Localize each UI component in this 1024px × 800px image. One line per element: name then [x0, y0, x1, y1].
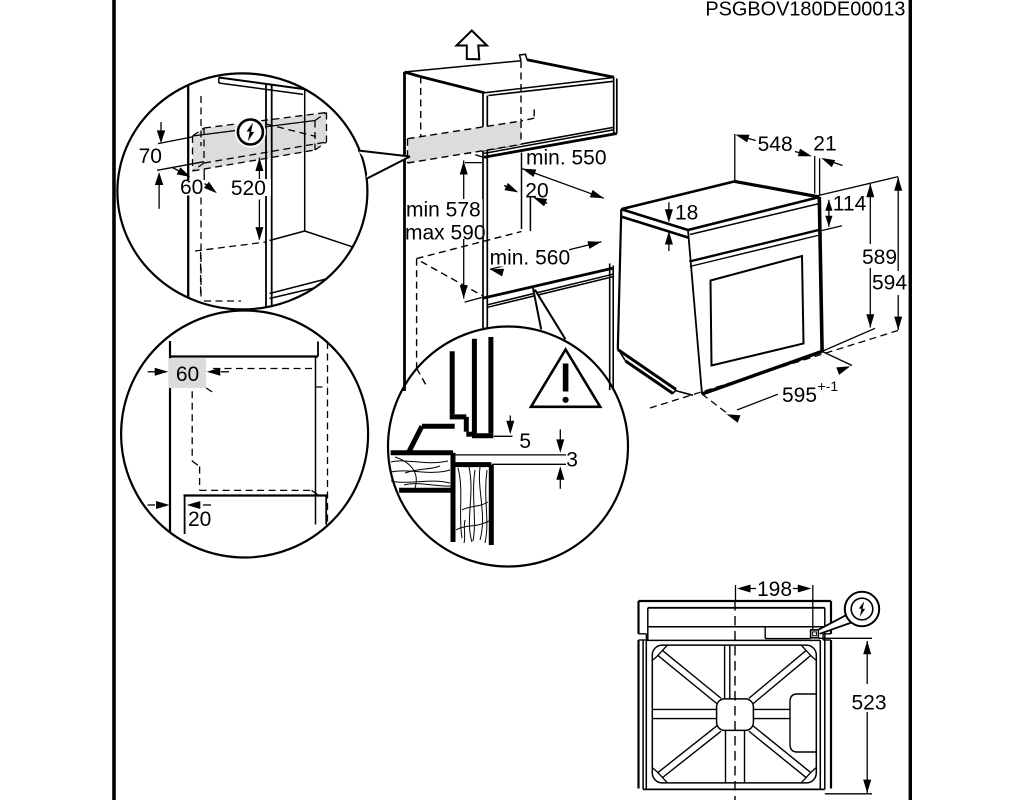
- svg-text:198: 198: [757, 578, 792, 601]
- svg-text:PSGBOV180DE00013: PSGBOV180DE00013: [705, 0, 905, 20]
- svg-text:5: 5: [519, 430, 531, 453]
- svg-text:3: 3: [566, 449, 578, 472]
- svg-text:20: 20: [525, 180, 548, 203]
- svg-text:60: 60: [176, 363, 199, 386]
- svg-text:589: 589: [862, 246, 897, 269]
- svg-text:18: 18: [675, 202, 698, 225]
- svg-text:520: 520: [231, 177, 266, 200]
- svg-text:595: 595: [782, 384, 817, 407]
- svg-text:min 578: min 578: [406, 199, 481, 222]
- svg-text:548: 548: [758, 133, 793, 156]
- svg-text:20: 20: [188, 508, 211, 531]
- svg-text:min. 550: min. 550: [526, 147, 607, 170]
- svg-text:+-1: +-1: [818, 378, 839, 394]
- svg-text:594: 594: [872, 272, 907, 295]
- svg-text:max 590: max 590: [405, 222, 486, 245]
- svg-text:60: 60: [180, 176, 203, 199]
- svg-text:523: 523: [852, 692, 887, 715]
- svg-text:21: 21: [813, 133, 836, 156]
- svg-text:min. 560: min. 560: [490, 247, 571, 270]
- svg-text:114: 114: [833, 193, 867, 216]
- svg-text:70: 70: [139, 145, 162, 168]
